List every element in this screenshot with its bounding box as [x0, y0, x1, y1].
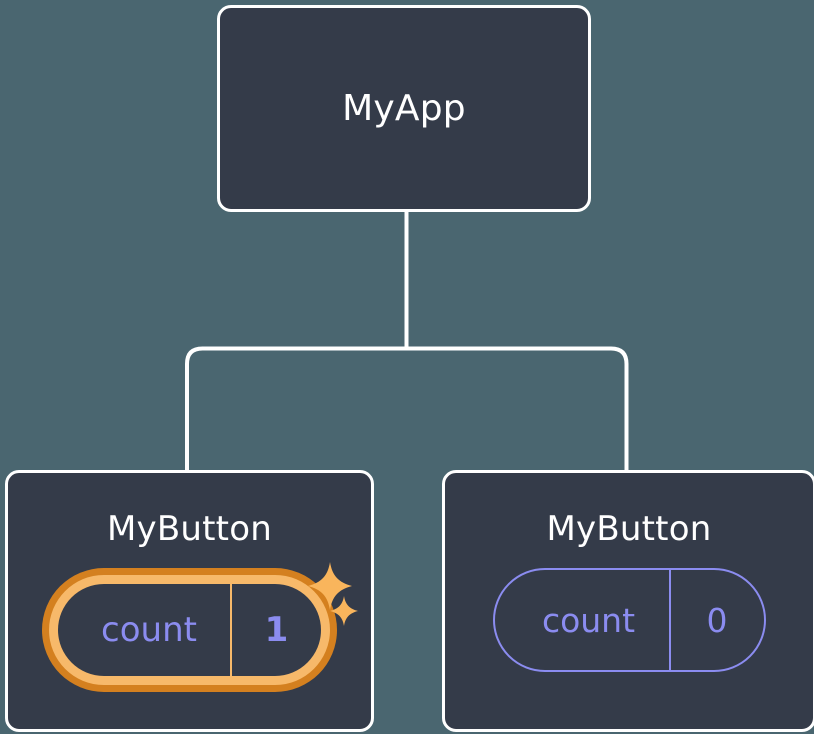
highlight-ring-inner: count 1	[49, 575, 330, 685]
node-title-child-left: MyButton	[107, 509, 272, 549]
state-pill-wrap-right: count 0	[492, 568, 766, 672]
state-pill-plain[interactable]: count 0	[492, 568, 766, 672]
highlight-ring-core: count 1	[58, 584, 321, 676]
state-pill-highlighted[interactable]: count 1	[42, 568, 337, 692]
state-value-left: 1	[230, 584, 321, 676]
connector-children-bar	[185, 346, 629, 470]
node-card-child-right[interactable]: MyButton count 0	[442, 470, 814, 732]
state-key-right: count	[541, 600, 636, 640]
state-pill-wrap-left: count 1	[42, 562, 358, 692]
node-card-root[interactable]: MyApp	[217, 5, 591, 212]
node-card-child-left[interactable]: MyButton count 1	[5, 470, 374, 732]
state-value-right: 0	[668, 570, 764, 670]
node-title-child-right: MyButton	[546, 509, 712, 549]
node-title-root: MyApp	[342, 87, 466, 129]
state-key-left: count	[101, 610, 197, 650]
